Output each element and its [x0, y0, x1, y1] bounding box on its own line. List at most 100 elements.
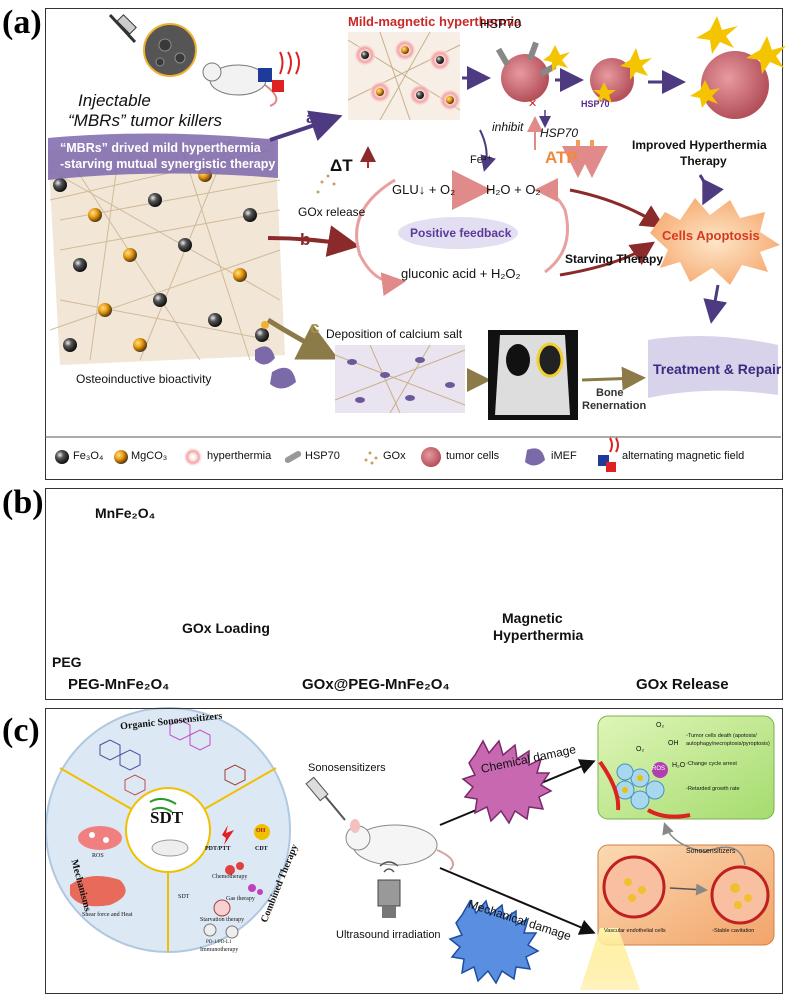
injectable-line2: “MBRs” tumor killers: [68, 111, 222, 130]
pdt-label: PDT/PTT: [205, 846, 231, 852]
cavitation-bubbles: [602, 855, 770, 925]
fe3-label: Fe³⁺: [470, 154, 493, 166]
sem-image-circle: [143, 23, 197, 77]
bullet2: ◦Change cycle arrest: [686, 761, 737, 767]
shear-label: Shear force and Heat: [82, 912, 133, 918]
arrow-c: [266, 317, 339, 360]
tumor-cell-2: [590, 48, 652, 103]
calcium-deposition-image: [334, 344, 466, 414]
treatment-label: Treatment & Repair: [653, 361, 782, 377]
legend-hsp70: HSP70: [305, 450, 340, 462]
legend-imef-icon: [525, 448, 545, 466]
feedback-loop-left: [355, 178, 406, 297]
delta-t-label: ΔT: [330, 156, 353, 175]
hsp70-inhibit-label: HSP70: [540, 126, 579, 140]
oh-label: OH: [256, 828, 266, 834]
mild-title: Mild-magnetic hyperthermia: [348, 14, 522, 29]
ultrasound-label: Ultrasound irradiation: [336, 929, 441, 941]
banner-line2: -starving mutual synergistic therapy: [60, 157, 276, 171]
chemical-damage-blob: [461, 739, 553, 825]
magnet-red-icon: [272, 80, 284, 92]
legend-gox: GOx: [383, 450, 406, 462]
bone-line1: Bone: [596, 387, 624, 399]
mechanical-damage-blob: [448, 899, 540, 985]
cell-cluster: [598, 760, 691, 819]
legend-hyperthermia-icon: [183, 447, 203, 467]
osteo-label: Osteoinductive bioactivity: [76, 372, 212, 386]
apoptosis-label: Cells Apoptosis: [662, 228, 760, 243]
positive-feedback-bubble: [398, 217, 518, 249]
green-oh: OH: [668, 740, 679, 747]
injectable-line1: Injectable: [78, 91, 151, 110]
orange-sono-label: Sonosensitizers: [686, 848, 736, 855]
legend-gox-icon: [364, 451, 378, 465]
improved-line1: Improved Hyperthermia: [632, 138, 767, 152]
legend-imef: iMEF: [551, 450, 577, 462]
bone-line2: Renernation: [582, 400, 647, 412]
tumor-cell-1: [495, 41, 570, 102]
glu-label: GLU↓ + O₂: [392, 182, 456, 197]
legend-hyperthermia: hyperthermia: [207, 450, 272, 462]
sdt-label: SDT: [150, 808, 184, 827]
starving-label: Starving Therapy: [565, 252, 664, 266]
treatment-banner: [648, 336, 778, 398]
imef-cells: [255, 321, 296, 389]
pd1-label: PD-1/PD-L1: [206, 940, 232, 945]
h2o-label: H₂O + O₂: [486, 182, 541, 197]
atp-label: ATP: [545, 148, 578, 167]
magnetic-line1: Magnetic: [502, 610, 563, 626]
vascular-label: Vascular endothelial cells: [604, 928, 666, 934]
ros-label: ROS: [92, 853, 104, 859]
legend-amf-icon: [598, 437, 619, 472]
bullet3: ◦Retarded growth rate: [686, 786, 740, 792]
micro-ct-image: [488, 330, 578, 420]
syringe-c-icon: [305, 776, 346, 821]
caption-gox-peg-mnfe2o4: GOx@PEG-MnFe₂O₄: [302, 676, 450, 693]
legend-tumor: tumor cells: [446, 450, 500, 462]
arrow-a: [269, 110, 343, 142]
deposition-label: Deposition of calcium salt: [326, 327, 463, 341]
apoptosis-burst: [650, 198, 780, 285]
legend-fe3o4-icon: [55, 450, 69, 464]
gox-release-label: GOx release: [298, 205, 366, 219]
peg-label: PEG: [52, 654, 82, 670]
ultrasound-probe-icon: [377, 861, 401, 918]
sdt-small-label: SDT: [178, 894, 190, 900]
inhibit-label: inhibit: [492, 120, 524, 134]
stable-label: ◦Stable cavitation: [712, 928, 755, 934]
cdt-label: CDT: [255, 846, 268, 852]
legend-mgco3: MgCO₃: [131, 450, 168, 462]
green-o2b: O₂: [636, 746, 645, 753]
scaffold-illustration: [48, 138, 285, 365]
arrow-a-label: a: [306, 108, 316, 127]
mnfe2o4-label: MnFe₂O₄: [95, 505, 156, 521]
green-o2: O₂: [656, 722, 665, 729]
panel-b: [45, 488, 783, 700]
hyperthermia-image: [347, 31, 462, 121]
starvation-label: Starvation therapy: [200, 917, 245, 923]
mouse-c-icon: [345, 819, 454, 871]
sonosensitizers-label: Sonosensitizers: [308, 762, 386, 774]
arrow-c-label: c: [310, 318, 320, 337]
caption-gox-release: GOx Release: [636, 676, 729, 693]
gas-label: Gas therapy: [226, 896, 255, 902]
magnet-blue-icon: [258, 68, 272, 82]
banner-shape: [48, 133, 278, 180]
panel-a-label: (a): [2, 4, 42, 41]
bullet1-line1: ◦Tumor cells death (apotosis/: [686, 733, 757, 739]
green-ros: ROS: [652, 766, 666, 772]
chemo-label: Chemotherapy: [212, 874, 248, 880]
arrow-b: [267, 225, 360, 257]
ultrasound-beam: [580, 928, 640, 990]
panel-c: [45, 708, 783, 994]
legend-hsp70-icon: [284, 451, 302, 463]
feedback-loop-right: [534, 178, 569, 274]
legend-amf: alternating magnetic field: [622, 450, 745, 462]
hsp70-top: HSP70: [480, 16, 522, 31]
arrow-b-label: b: [300, 230, 311, 249]
improved-line2: Therapy: [680, 154, 727, 168]
magnetic-line2: Hyperthermia: [493, 627, 584, 643]
legend-fe3o4: Fe₃O₄: [73, 450, 104, 462]
banner-line1: “MBRs” drived mild hyperthermia: [60, 141, 261, 155]
gox-dots: [316, 174, 336, 194]
